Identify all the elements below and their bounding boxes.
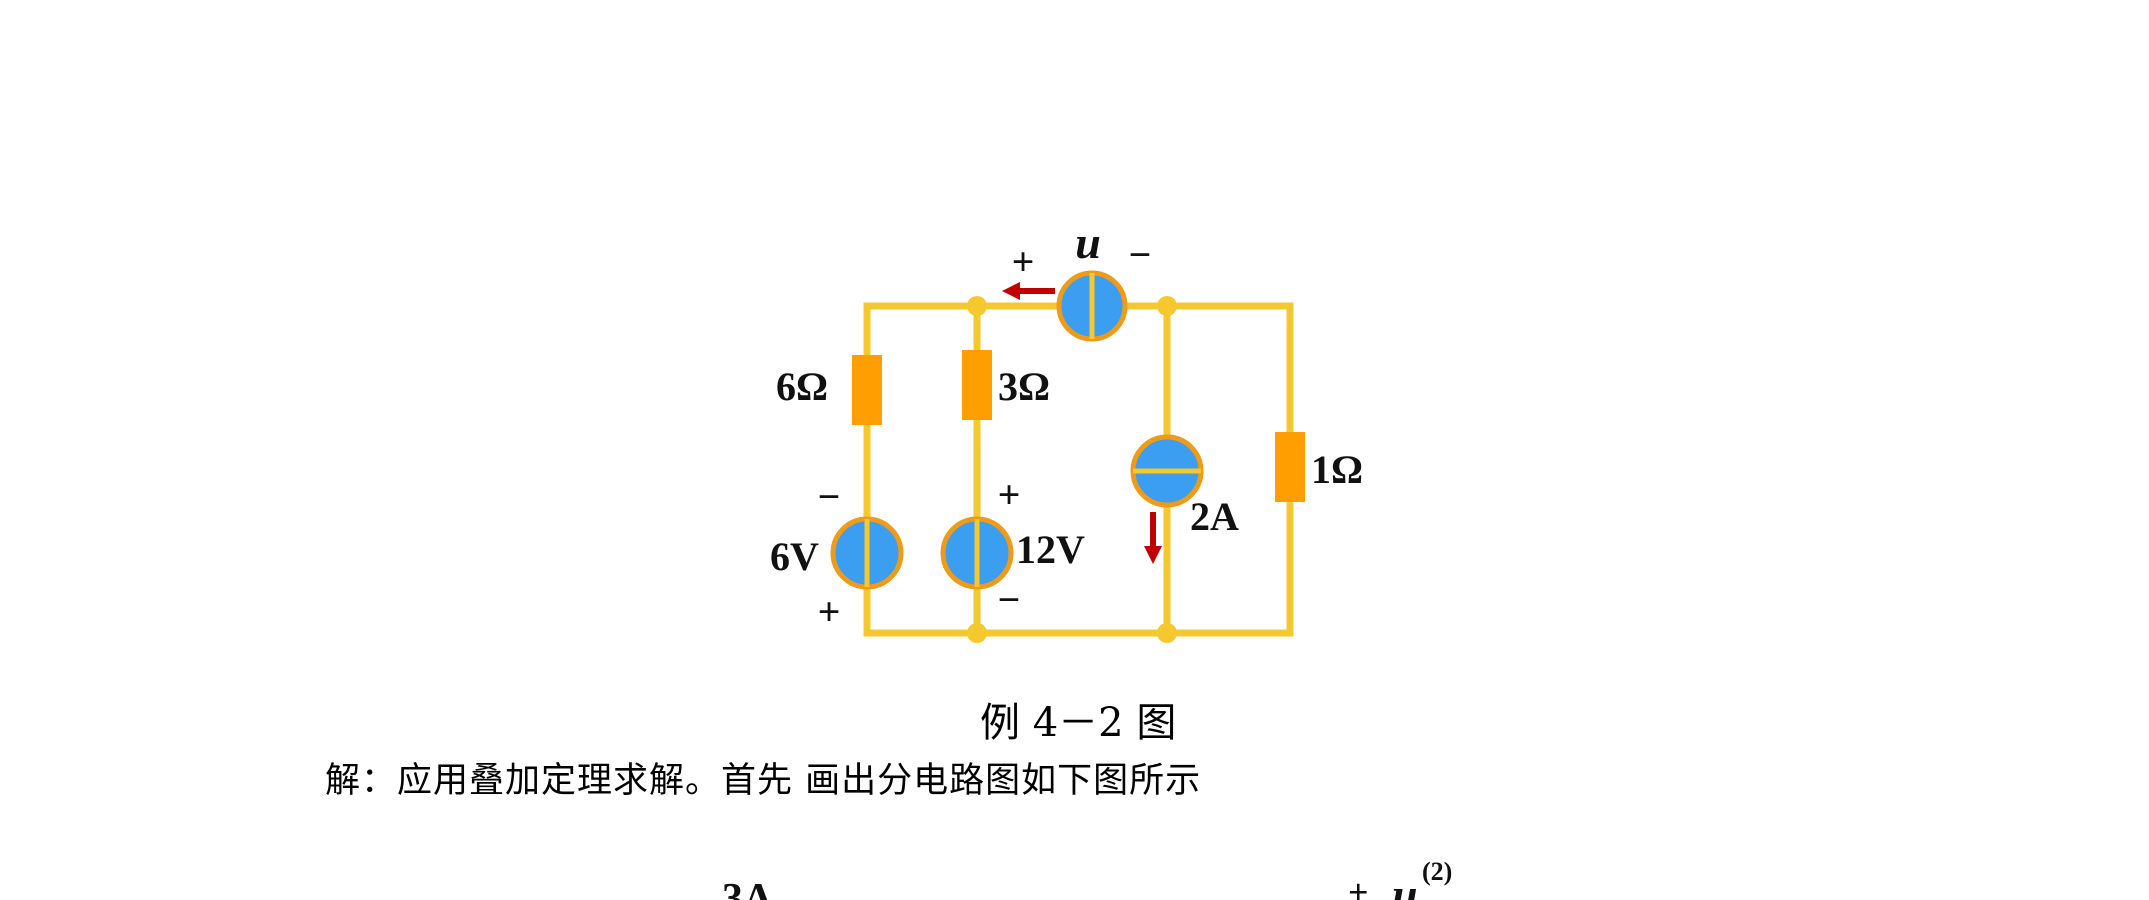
label-minus-top: −	[1129, 232, 1152, 277]
voltage-source-6v	[830, 516, 904, 590]
label-plus-12v: +	[998, 472, 1021, 517]
cutoff-plus: +	[1348, 872, 1369, 900]
label-plus-top: +	[1012, 239, 1035, 284]
cutoff-label-3a: 3A	[722, 876, 774, 900]
solution-text: 解：应用叠加定理求解。首先 画出分电路图如下图所示	[325, 761, 1202, 801]
current-source-2a	[1130, 434, 1204, 508]
label-2a: 2A	[1190, 494, 1239, 539]
label-1ohm: 1Ω	[1311, 447, 1363, 492]
label-3ohm: 3Ω	[998, 364, 1050, 409]
label-minus-6v: −	[818, 474, 841, 519]
junction-dot	[1157, 623, 1177, 643]
arrow-top-left	[1002, 282, 1055, 300]
figure-caption: 例 4－2 图	[980, 700, 1177, 746]
resistor-6ohm	[852, 355, 882, 425]
label-u: u	[1075, 217, 1101, 268]
current-source-u	[1056, 270, 1128, 342]
voltage-source-12v	[940, 516, 1014, 590]
junction-dot	[1157, 296, 1177, 316]
label-12v: 12V	[1016, 527, 1085, 572]
label-minus-12v: −	[998, 577, 1021, 622]
wires	[863, 302, 1294, 637]
label-plus-6v: +	[818, 589, 841, 634]
junction-dot	[967, 296, 987, 316]
arrow-2a-down	[1144, 512, 1162, 564]
label-6v: 6V	[770, 534, 819, 579]
label-6ohm: 6Ω	[776, 364, 828, 409]
resistor-1ohm	[1275, 432, 1305, 502]
cutoff-superscript: (2)	[1422, 857, 1452, 886]
resistor-3ohm	[962, 350, 992, 420]
junction-dots	[967, 296, 1177, 643]
cutoff-u: u	[1392, 869, 1418, 900]
junction-dot	[967, 623, 987, 643]
